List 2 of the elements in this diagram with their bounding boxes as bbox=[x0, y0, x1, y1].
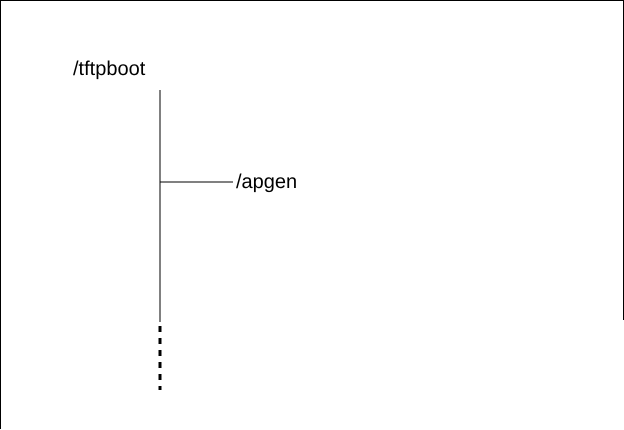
directory-label: /apgen bbox=[236, 170, 298, 194]
directory-label: /tftpboot bbox=[73, 57, 146, 81]
